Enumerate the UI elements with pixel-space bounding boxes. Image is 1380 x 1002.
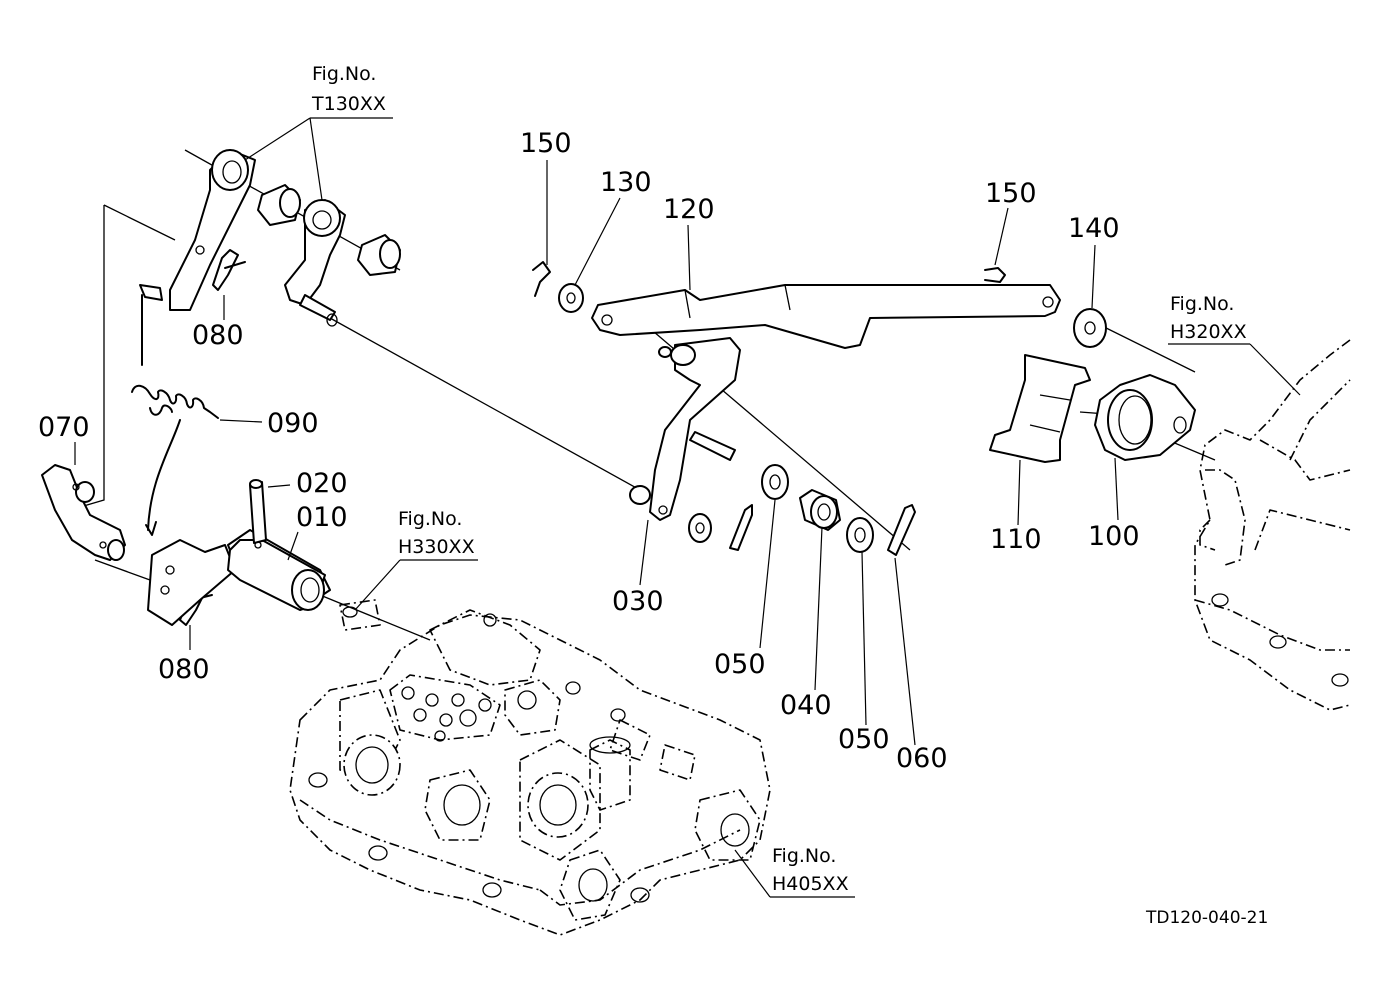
label-150-left: 150 <box>520 128 572 159</box>
fig-ref-t130: Fig.No. T130XX <box>311 63 386 115</box>
label-030: 030 <box>612 586 664 617</box>
fig-ref-t130-line1: Fig.No. <box>312 63 376 85</box>
fig-ref-h405: Fig.No. H405XX <box>772 845 849 895</box>
valve-body <box>289 594 771 936</box>
label-130: 130 <box>600 167 652 198</box>
fig-ref-t130-line2: T130XX <box>311 93 386 115</box>
part-labels: 080 090 070 020 010 080 150 130 120 150 … <box>38 128 1140 774</box>
fig-ref-h405-line1: Fig.No. <box>772 845 836 867</box>
label-010: 010 <box>296 502 348 533</box>
label-140: 140 <box>1068 213 1120 244</box>
fig-ref-h330: Fig.No. H330XX <box>398 508 475 558</box>
part-100 <box>1094 374 1196 461</box>
label-120: 120 <box>663 194 715 225</box>
part-140 <box>1073 308 1107 348</box>
spring-090 <box>131 294 219 536</box>
fig-ref-h330-line1: Fig.No. <box>398 508 462 530</box>
label-020: 020 <box>296 468 348 499</box>
diagram-code: TD120-040-21 <box>1145 908 1268 928</box>
part-030-lever <box>629 337 741 521</box>
label-060: 060 <box>896 743 948 774</box>
label-040: 040 <box>780 690 832 721</box>
fig-ref-h320: Fig.No. H320XX <box>1170 293 1247 343</box>
label-110: 110 <box>990 524 1042 555</box>
label-090: 090 <box>267 408 319 439</box>
fig-ref-h320-line1: Fig.No. <box>1170 293 1234 315</box>
label-100: 100 <box>1088 521 1140 552</box>
small-hardware-left <box>532 261 1006 313</box>
label-080-lower: 080 <box>158 654 210 685</box>
fig-ref-h320-line2: H320XX <box>1170 321 1247 343</box>
label-070: 070 <box>38 412 90 443</box>
label-050-right: 050 <box>838 724 890 755</box>
fig-ref-h405-line2: H405XX <box>772 873 849 895</box>
label-150-right: 150 <box>985 178 1037 209</box>
label-050-left: 050 <box>714 649 766 680</box>
label-080-upper: 080 <box>192 320 244 351</box>
part-110 <box>989 354 1091 463</box>
leader-lines <box>74 117 1301 898</box>
rockshaft-housing <box>1194 339 1351 711</box>
upper-links <box>139 149 401 327</box>
part-070 <box>41 464 126 561</box>
part-010 <box>147 479 331 626</box>
shaft-parts <box>688 464 916 556</box>
fig-ref-h330-line2: H330XX <box>398 536 475 558</box>
part-120-rod <box>591 284 1061 349</box>
